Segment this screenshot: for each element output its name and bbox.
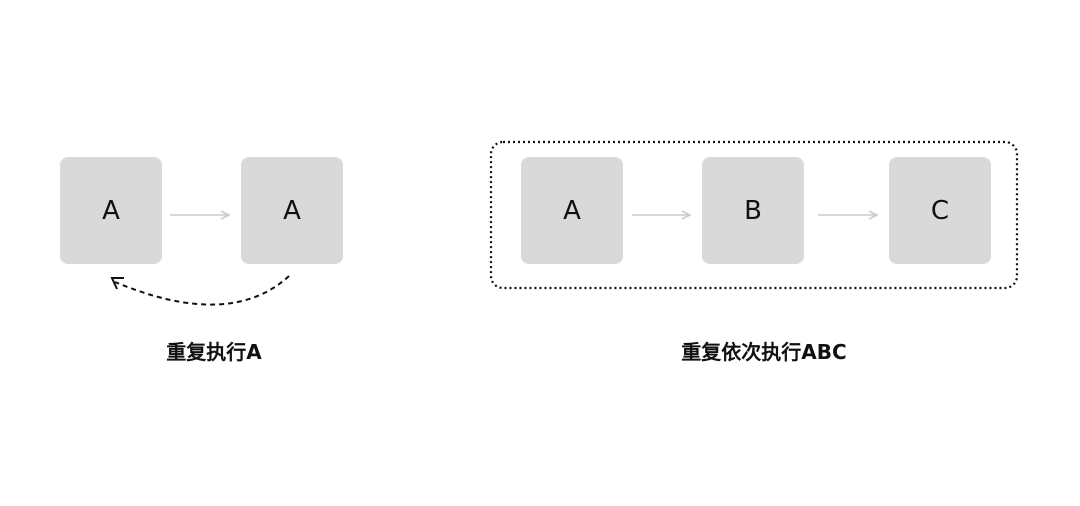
node-a-second: A (241, 157, 343, 264)
node-label: B (744, 195, 762, 226)
node-label: C (930, 195, 950, 226)
node-label: A (563, 195, 581, 226)
node-c: C (889, 157, 991, 264)
loop-back-arrow (114, 275, 290, 306)
node-b: B (702, 157, 804, 264)
caption-repeat-abc: 重复依次执行ABC (681, 340, 847, 364)
node-a: A (521, 157, 623, 264)
node-label: A (102, 195, 120, 226)
loop-back-arrowhead (110, 277, 124, 290)
caption-repeat-a: 重复执行A (166, 340, 262, 364)
node-a-first: A (60, 157, 162, 264)
node-label: A (283, 195, 301, 226)
group-container-abc (489, 140, 1019, 290)
